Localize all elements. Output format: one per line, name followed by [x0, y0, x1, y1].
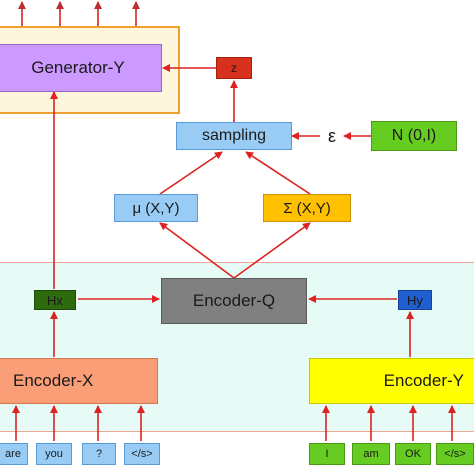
encoder-x-box: Encoder-X — [0, 358, 158, 404]
generator-y-box: Generator-Y — [0, 44, 162, 92]
encoder-q-to-sigma-arrow — [233, 222, 311, 279]
encoder-q-to-mu-arrow — [159, 222, 235, 279]
encoder-q-box: Encoder-Q — [161, 278, 307, 324]
input-y-token: OK — [395, 443, 431, 465]
encoder-y-box: Encoder-Y — [309, 358, 474, 404]
hx-box: Hx — [34, 290, 76, 310]
hy-box: Hy — [398, 290, 432, 310]
input-x-token: are — [0, 443, 28, 465]
epsilon-label: ε — [327, 125, 337, 146]
output-token: ? — [19, 3, 25, 15]
noise-box: N (0,I) — [371, 121, 457, 151]
input-y-token: I — [309, 443, 345, 465]
output-token: ? — [133, 3, 139, 15]
mu-box: μ (X,Y) — [114, 194, 198, 222]
sampling-box: sampling — [176, 122, 292, 150]
input-x-token: ? — [82, 443, 116, 465]
sigma-to-sampling-arrow — [245, 151, 311, 195]
input-x-token: you — [36, 443, 72, 465]
input-y-token: </s> — [436, 443, 474, 465]
output-token: ? — [95, 3, 101, 15]
z-box: z — [216, 57, 252, 79]
input-y-token: am — [352, 443, 390, 465]
mu-to-sampling-arrow — [159, 151, 223, 195]
output-token: ? — [57, 3, 63, 15]
input-x-token: </s> — [124, 443, 160, 465]
sigma-box: Σ (X,Y) — [263, 194, 351, 222]
